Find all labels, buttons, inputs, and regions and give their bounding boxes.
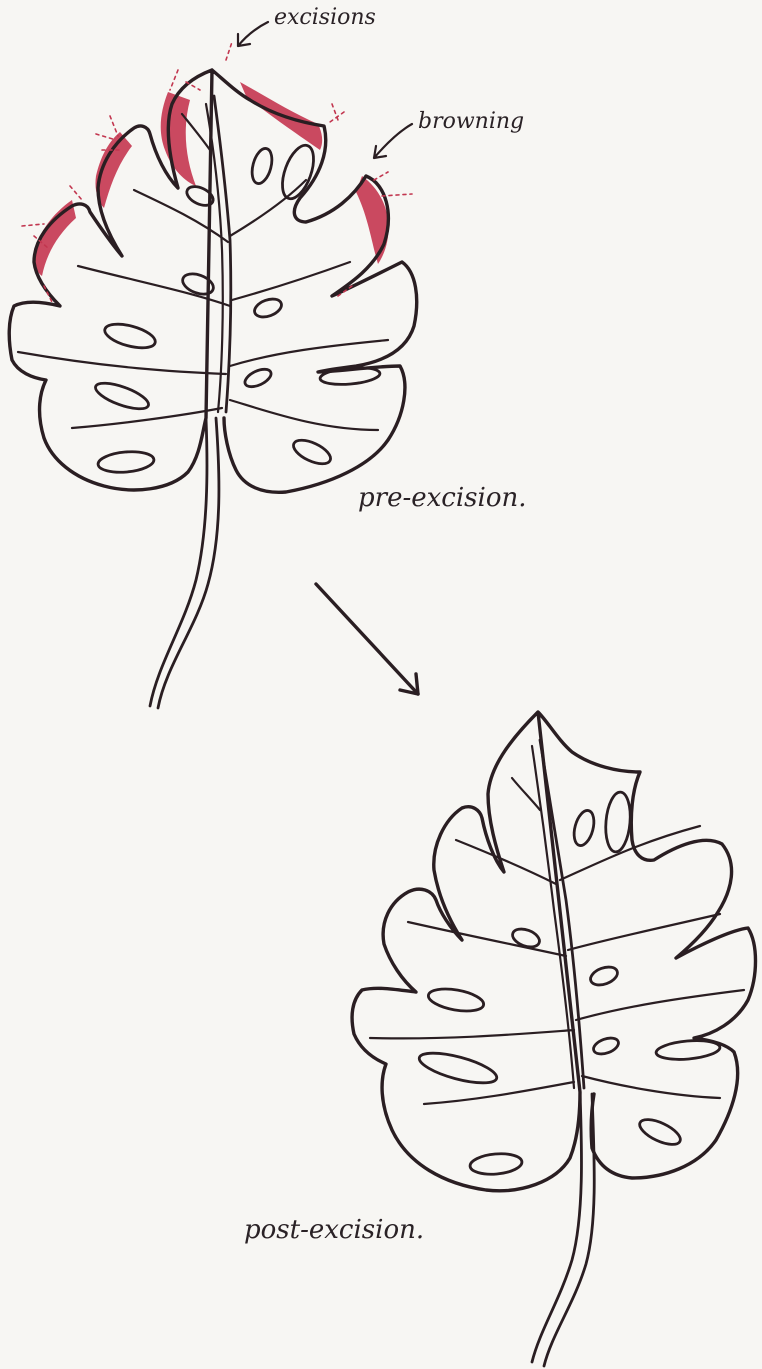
post-stem (532, 1092, 582, 1362)
post-vein-4 (408, 922, 566, 956)
post-hole-9 (636, 1115, 683, 1150)
post-vein-8 (424, 1082, 574, 1104)
excisions-label: excisions (274, 5, 376, 30)
post-hole-3 (510, 926, 542, 951)
post-vein-7 (582, 1076, 720, 1098)
pre-hole-11 (97, 450, 155, 475)
post-hole-5 (591, 1035, 620, 1057)
pre-hole-2 (276, 141, 320, 203)
post-hole-2 (603, 791, 632, 853)
browning-label: browning (418, 109, 524, 134)
post-vein-3 (568, 914, 720, 950)
pre-stem (150, 418, 207, 706)
pre-excision-leaf (9, 42, 416, 708)
pre-hole-6 (242, 366, 273, 391)
post-vein-2 (456, 840, 556, 884)
post-hole-10 (469, 1152, 523, 1176)
post-excision-label: post-excision. (244, 1215, 424, 1245)
pre-vein-7 (230, 400, 378, 430)
post-excision-leaf (352, 712, 755, 1366)
post-hole-7 (417, 1047, 500, 1089)
pre-stem-inner (158, 418, 219, 708)
post-vein-6 (370, 1030, 574, 1038)
post-hole-4 (588, 964, 620, 989)
pre-hole-5 (252, 296, 284, 321)
browning-region-right-lobe (356, 176, 389, 264)
post-stem-inner (544, 1094, 594, 1366)
pre-vein-6 (18, 352, 226, 374)
post-hole-1 (571, 808, 598, 847)
pre-hole-1 (249, 146, 276, 185)
post-vein-9 (512, 778, 540, 810)
pre-excision-marks (22, 42, 412, 302)
pre-vein-5 (230, 340, 388, 366)
post-vein-5 (576, 990, 744, 1020)
post-hole-6 (427, 985, 486, 1014)
post-leaf-outline (352, 712, 755, 1191)
pre-hole-10 (290, 435, 334, 468)
pre-vein-8 (72, 408, 222, 428)
transition-arrow (316, 584, 418, 694)
excisions-arrow (238, 22, 268, 46)
browning-arrow (374, 124, 412, 158)
pre-excision-label: pre-excision. (358, 483, 527, 513)
pre-hole-8 (93, 378, 152, 414)
post-hole-8 (655, 1038, 720, 1062)
pre-hole-7 (102, 320, 157, 353)
